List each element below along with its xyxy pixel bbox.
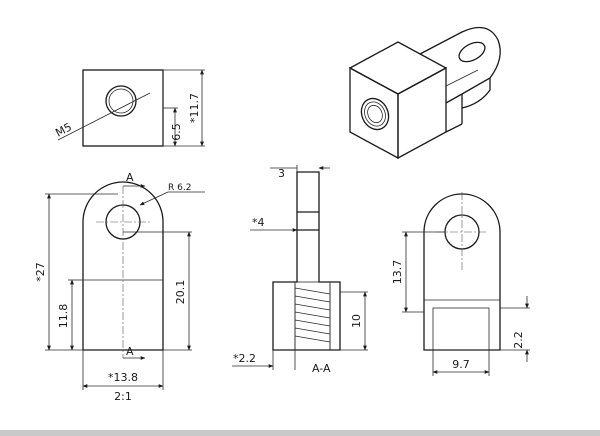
front-view: A A R 6.2 *27 11.8 20.1 *13.8 2:1 (34, 171, 205, 403)
iso-thread-hole (360, 97, 390, 131)
dim-13-8: *13.8 (108, 371, 138, 384)
side-view-outline (423, 193, 501, 351)
dim-27: *27 (34, 262, 47, 282)
section-label: A-A (312, 362, 331, 375)
top-view: M5 6.5 *11.7 (53, 69, 205, 147)
radius-label: R 6.2 (168, 183, 191, 193)
scale-label: 2:1 (114, 390, 132, 403)
dim-9-7: 9.7 (452, 358, 470, 371)
dim-2-2: *2.2 (233, 352, 256, 365)
dim-6-5: 6.5 (170, 123, 183, 141)
section-view: 3 *4 10 *2.2 A-A (232, 165, 368, 375)
dim-11-8: 11.8 (57, 304, 70, 329)
thread-lines (294, 287, 331, 343)
section-mark-bottom: A (126, 345, 134, 358)
thread-leader (57, 92, 151, 141)
dim-13-7: 13.7 (391, 260, 404, 285)
thread-hole (105, 85, 137, 117)
dim-3: 3 (278, 167, 285, 180)
dim-20-1: 20.1 (174, 280, 187, 305)
top-view-outline (82, 69, 164, 147)
thread-label: M5 (53, 120, 74, 139)
dim-10: 10 (350, 314, 363, 328)
dim-11-7: *11.7 (188, 93, 201, 123)
dim-4: *4 (252, 216, 265, 229)
dim-side-2-2: 2.2 (512, 331, 525, 349)
bottom-bar (0, 430, 600, 436)
section-mark-top: A (126, 171, 134, 184)
front-view-outline (82, 181, 164, 351)
isometric-view (348, 26, 501, 160)
side-view: 13.7 2.2 9.7 (391, 192, 530, 376)
